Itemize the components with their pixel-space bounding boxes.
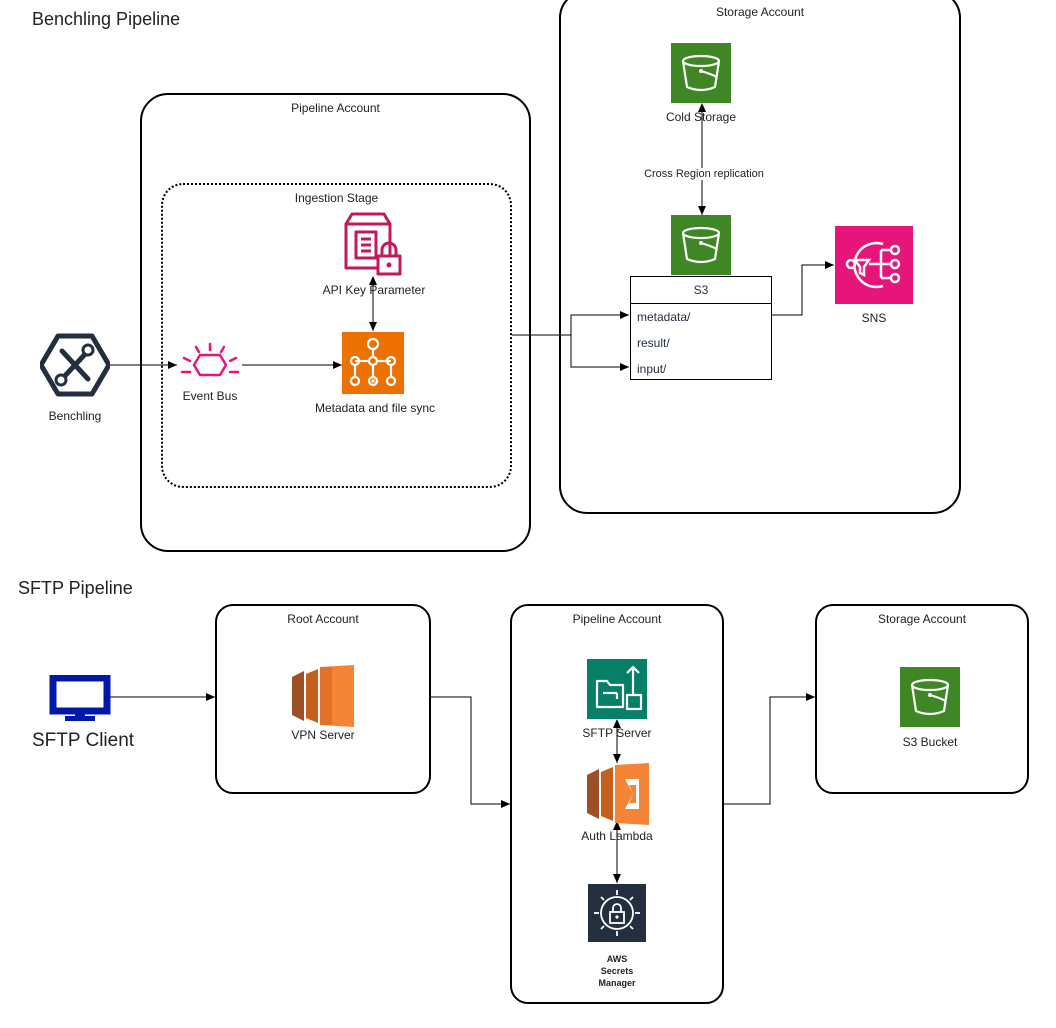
secrets-manager-label-line2: Secrets xyxy=(600,966,634,976)
sns-icon xyxy=(835,226,913,304)
pipeline-account-container[interactable]: Pipeline Account xyxy=(140,93,531,552)
edge-pipeline-to-storage xyxy=(724,693,815,805)
s3-prefix-input: input/ xyxy=(637,362,667,376)
parameter-store-icon xyxy=(344,212,402,276)
ec2-icon xyxy=(292,665,354,727)
s3-bucket-icon xyxy=(671,215,731,275)
sftp-server-label: SFTP Server xyxy=(582,726,652,740)
sftp-client-label: SFTP Client xyxy=(32,730,135,751)
cold-storage-s3-icon xyxy=(671,43,731,103)
monitor-icon xyxy=(49,675,111,721)
s3-bucket-label: S3 Bucket xyxy=(902,735,958,749)
secrets-manager-label: AWS Secrets Manager xyxy=(577,953,657,989)
event-bus-label: Event Bus xyxy=(182,389,238,403)
event-bus-icon xyxy=(180,342,240,377)
cold-storage-label: Cold Storage xyxy=(665,110,737,124)
sftp-pipeline-account-label: Pipeline Account xyxy=(572,612,662,626)
sftp-s3-bucket-icon xyxy=(900,667,960,727)
benchling-label: Benchling xyxy=(48,409,102,423)
edge-ingestion-to-s3-metadata xyxy=(512,311,629,336)
secrets-manager-icon xyxy=(588,884,646,942)
api-key-parameter-label: API Key Parameter xyxy=(322,283,426,297)
s3-prefix-result: result/ xyxy=(637,336,670,350)
transfer-family-icon xyxy=(587,659,647,719)
s3-prefix-metadata: metadata/ xyxy=(637,310,691,324)
lambda-icon xyxy=(587,763,649,825)
edge-s3-to-sns xyxy=(772,261,834,316)
edge-root-to-pipeline xyxy=(431,696,510,808)
vpn-server-label: VPN Server xyxy=(291,728,355,742)
step-functions-icon xyxy=(342,332,404,394)
ingestion-stage-label: Ingestion Stage xyxy=(294,191,379,205)
secrets-manager-label-line1: AWS xyxy=(606,954,628,964)
root-account-label: Root Account xyxy=(287,612,359,626)
edge-ingestion-to-s3-input xyxy=(570,335,629,371)
benchling-pipeline-title: Benchling Pipeline xyxy=(32,9,181,29)
ingestion-stage-container[interactable]: Ingestion Stage xyxy=(161,183,512,488)
pipeline-account-label: Pipeline Account xyxy=(291,101,380,115)
sftp-pipeline-title: SFTP Pipeline xyxy=(18,578,133,598)
storage-account-label: Storage Account xyxy=(715,5,805,19)
s3-prefix-table: S3 metadata/ result/ input/ xyxy=(630,276,772,380)
s3-table-header: S3 xyxy=(631,277,771,304)
sns-label: SNS xyxy=(861,311,887,325)
metadata-sync-label: Metadata and file sync xyxy=(314,401,436,415)
secrets-manager-label-line3: Manager xyxy=(598,978,636,988)
sftp-storage-account-label: Storage Account xyxy=(877,612,967,626)
benchling-icon xyxy=(40,333,110,397)
auth-lambda-label: Auth Lambda xyxy=(581,829,653,843)
replication-label: Cross Region replication xyxy=(635,168,773,180)
